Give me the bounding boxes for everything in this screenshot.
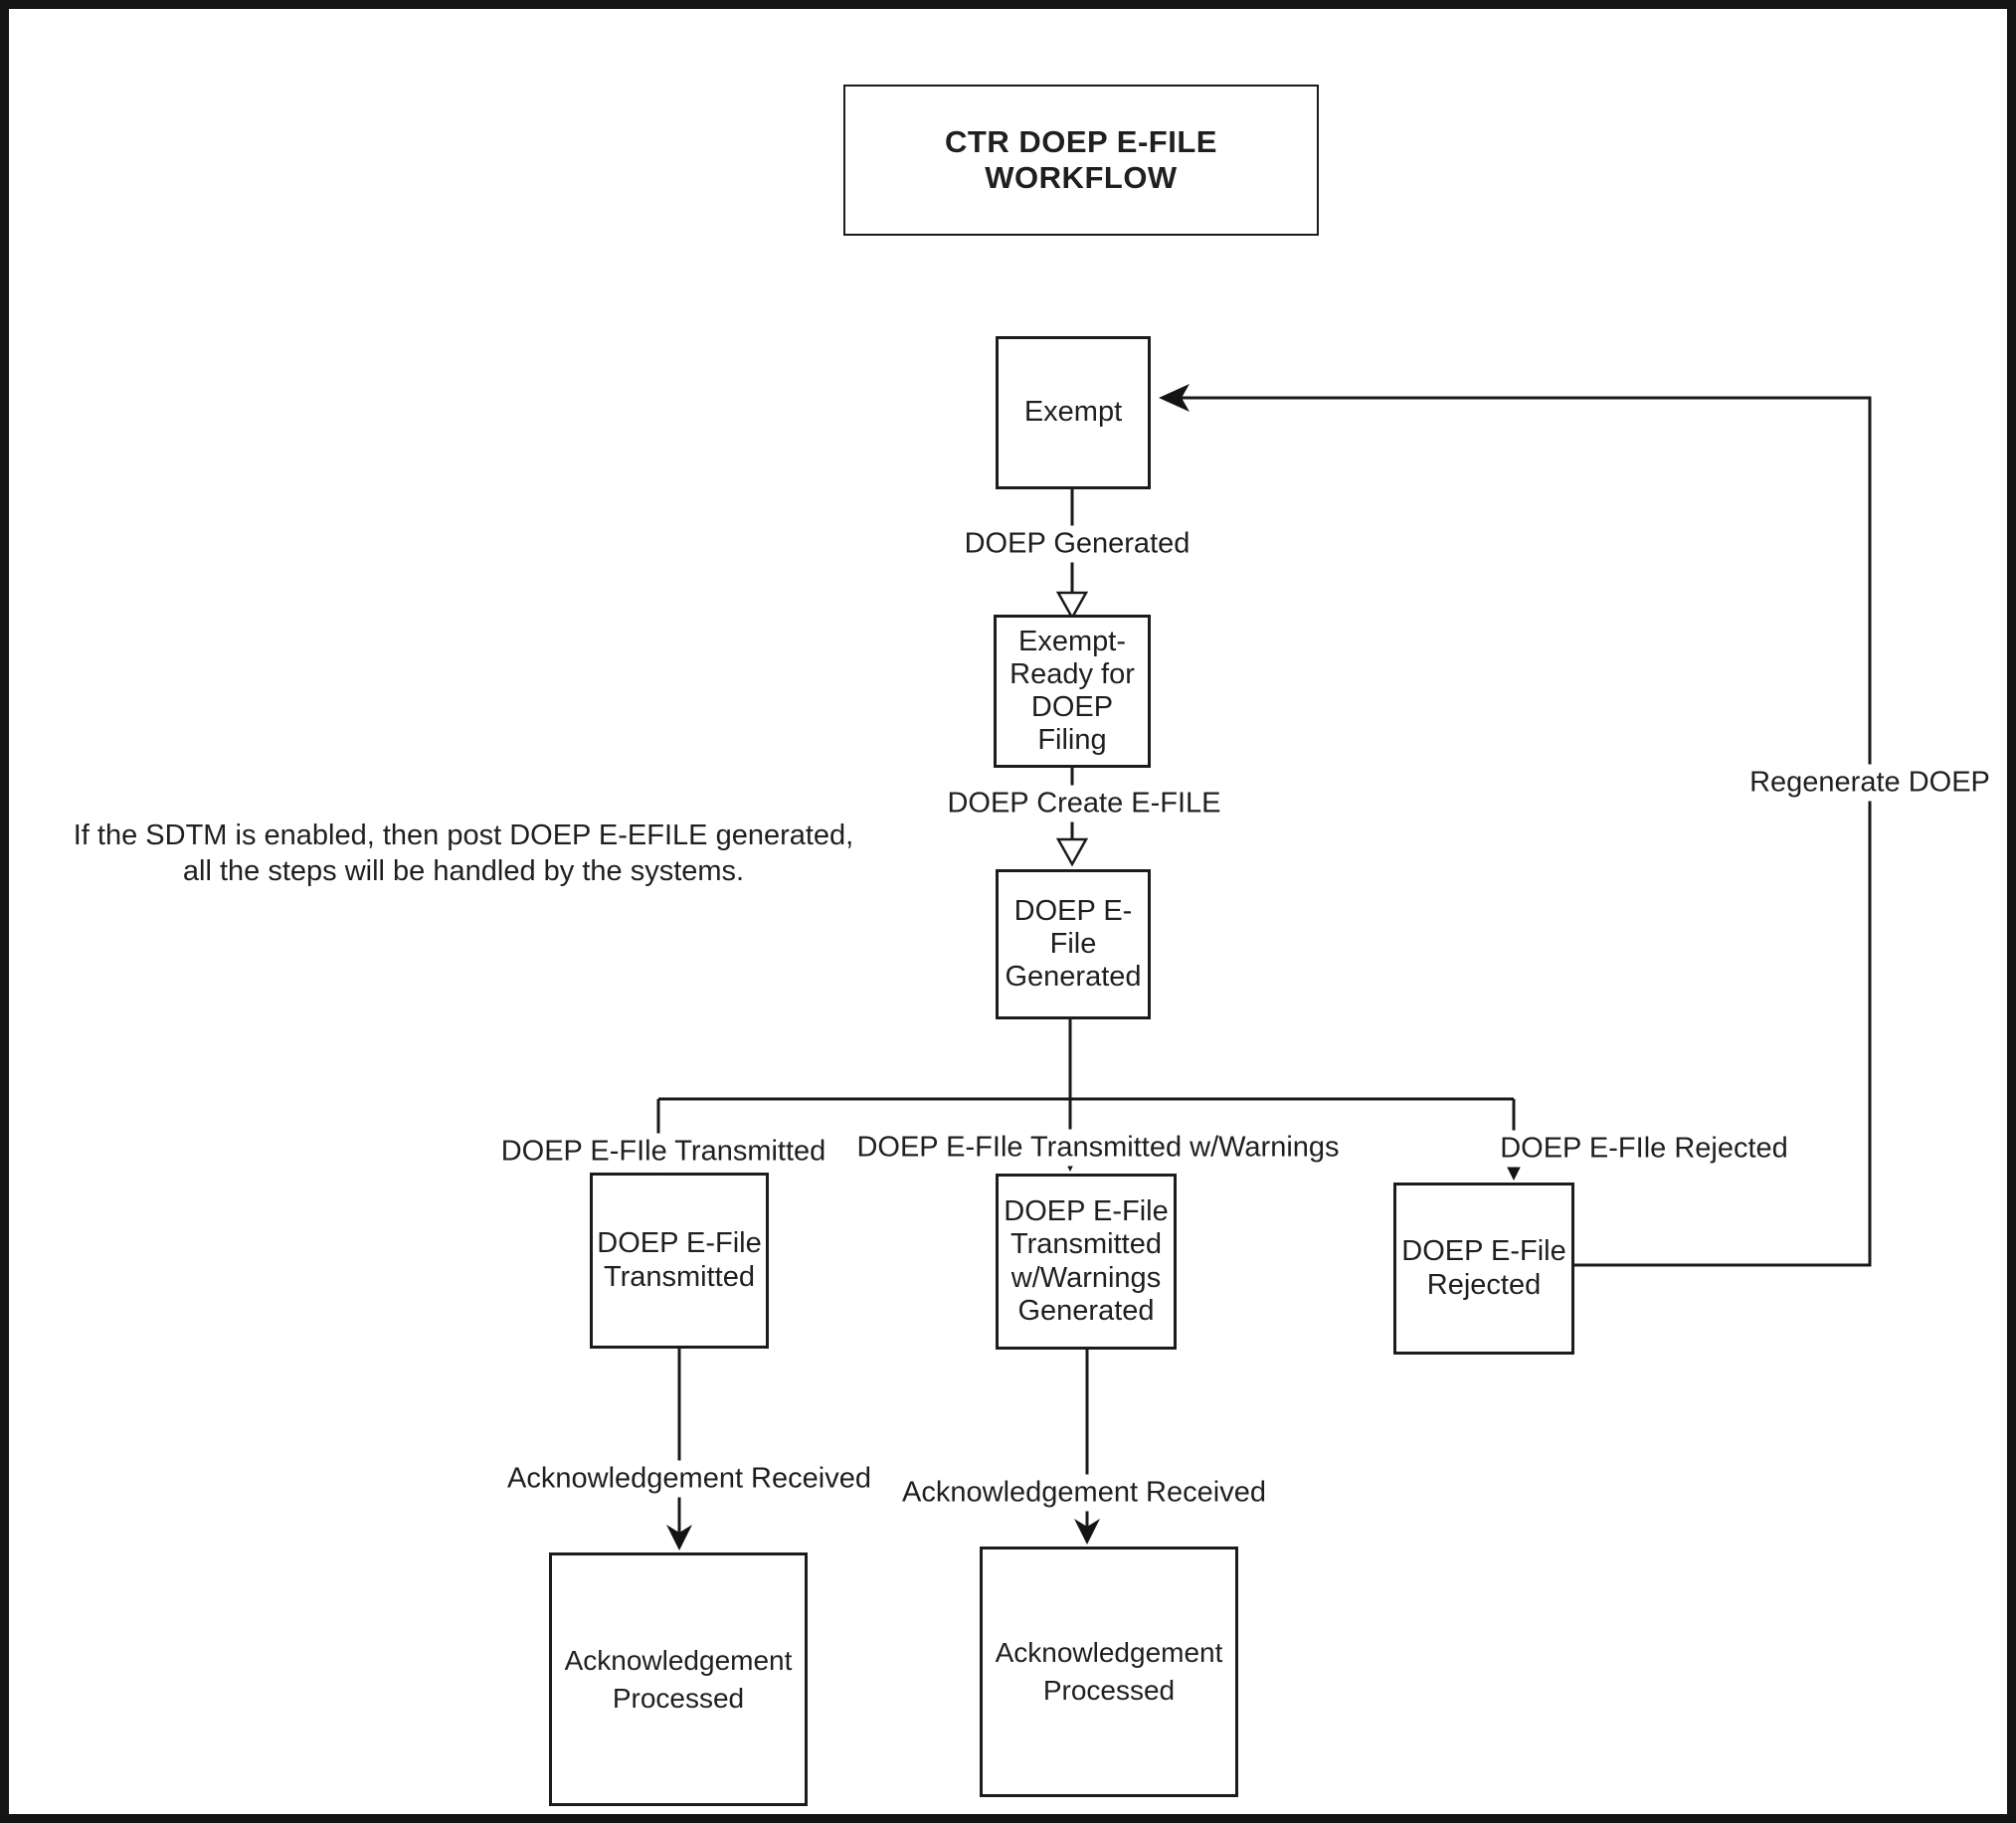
note-text: If the SDTM is enabled, then post DOEP E… [73,820,854,888]
arrowhead-into-ack-left [666,1525,692,1550]
node-doep-efile-transmitted-warnings: DOEP E-File Transmitted w/Warnings Gener… [996,1174,1177,1350]
arrowhead-into-exempt [1159,384,1190,412]
node-acknowledgement-processed-left: Acknowledgement Processed [549,1552,808,1806]
node-doep-efile-generated: DOEP E- File Generated [996,869,1151,1019]
arrowhead-into-ack-right [1074,1519,1100,1545]
edge-label-doep-create-efile: DOEP Create E-FILE [939,785,1229,822]
open-arrowhead-into-ready [1055,591,1089,621]
node-doep-efile-transmitted: DOEP E-File Transmitted [590,1173,769,1349]
node-doep-efile-rejected: DOEP E-File Rejected [1393,1183,1574,1355]
open-arrowhead-into-generated [1055,837,1089,867]
edge-regenerate-feedback-line [1170,396,1872,1267]
node-exempt-ready-for-doep-filing: Exempt- Ready for DOEP Filing [994,615,1151,768]
edge-label-ack-received-right: Acknowledgement Received [894,1474,1274,1512]
node-acknowledgement-processed-right: Acknowledgement Processed [980,1547,1238,1797]
edge-label-ack-received-left: Acknowledgement Received [499,1460,879,1498]
edge-label-regenerate-doep: Regenerate DOEP [1741,764,1998,802]
edge-label-efile-rejected: DOEP E-FIle Rejected [1492,1130,1796,1168]
diagram-title: CTR DOEP E-FILE WORKFLOW [843,85,1319,236]
edge-label-efile-transmitted-warnings: DOEP E-FIle Transmitted w/Warnings [848,1129,1348,1167]
edge-label-efile-transmitted: DOEP E-FIle Transmitted [492,1133,834,1171]
edge-label-doep-generated: DOEP Generated [956,525,1198,563]
node-exempt: Exempt [996,336,1151,489]
